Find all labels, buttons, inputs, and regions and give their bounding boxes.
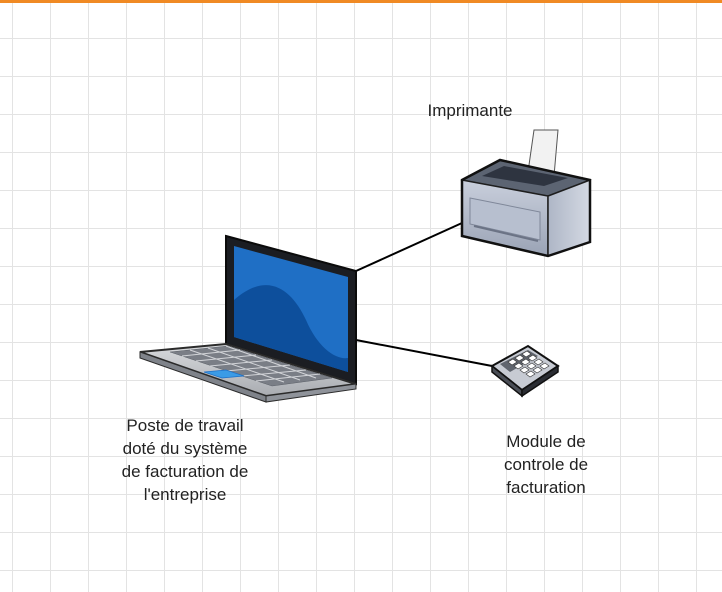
laptop-label-line-2: doté du système xyxy=(122,439,248,458)
edge-laptop-module xyxy=(355,339,493,367)
laptop-label-line-3: de facturation de xyxy=(121,462,249,481)
module-label-line-1: Module de xyxy=(506,432,586,451)
laptop-label-line-4: l'entreprise xyxy=(143,485,227,504)
printer-icon[interactable] xyxy=(460,129,592,258)
laptop-label-line-1: Poste de travail xyxy=(126,416,244,435)
keypad-terminal-icon[interactable] xyxy=(490,344,560,398)
module-label-line-2: controle de xyxy=(503,455,589,474)
module-label: Module de controle de facturation xyxy=(476,430,616,499)
printer-label-text: Imprimante xyxy=(427,101,513,120)
module-label-line-3: facturation xyxy=(506,478,586,497)
laptop-icon[interactable] xyxy=(139,234,357,403)
edge-laptop-printer xyxy=(355,222,463,272)
top-accent-bar xyxy=(0,0,722,3)
printer-label: Imprimante xyxy=(400,99,540,122)
laptop-label: Poste de travail doté du système de fact… xyxy=(80,414,290,506)
